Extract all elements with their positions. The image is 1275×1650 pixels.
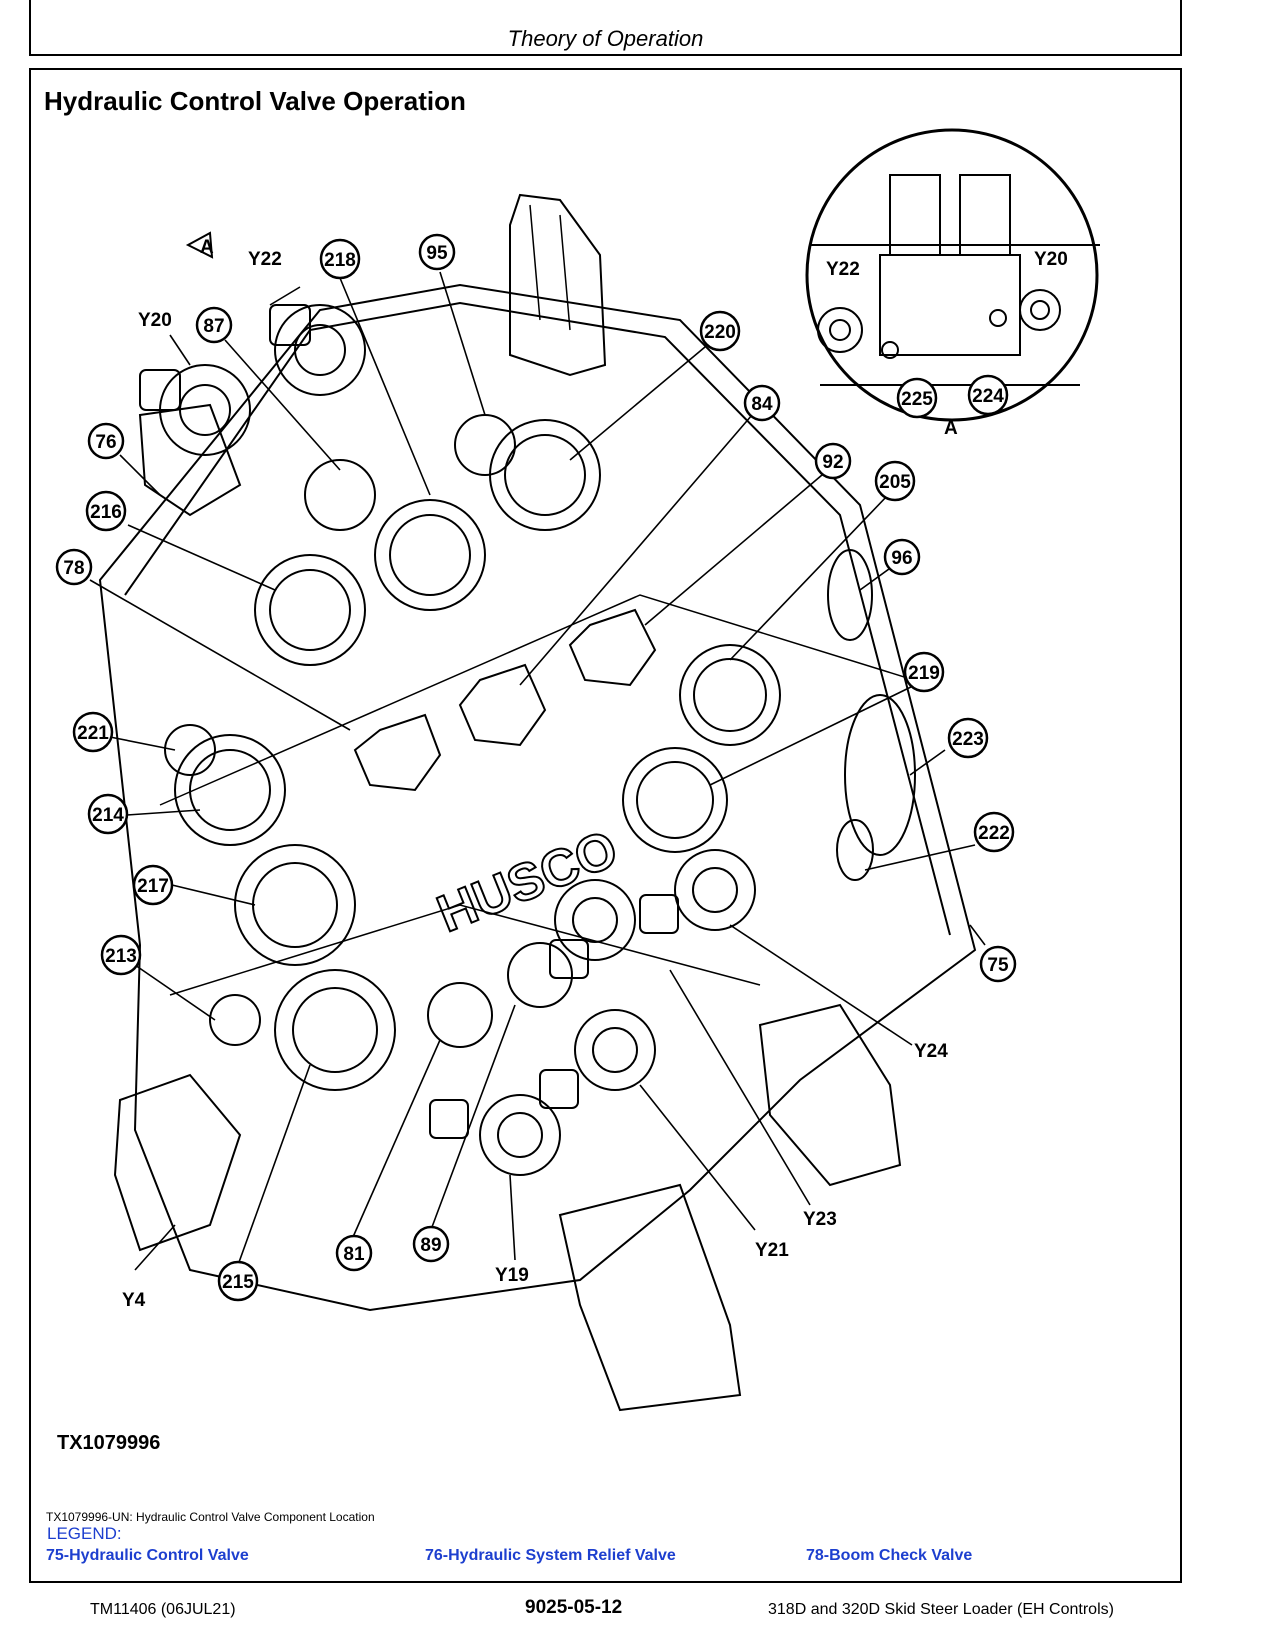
svg-text:81: 81 [343,1244,365,1265]
label-y21: Y21 [755,1240,789,1261]
svg-text:214: 214 [92,805,124,826]
husco-lettering: HUSCO [430,820,626,944]
svg-text:216: 216 [90,502,122,523]
svg-text:221: 221 [77,723,109,744]
leader-lines [89,271,986,1271]
svg-text:92: 92 [822,452,843,473]
inset-label-a: A [944,418,958,439]
callout-84: 84 [743,384,781,422]
svg-text:225: 225 [901,389,933,410]
legend-heading: LEGEND: [47,1524,122,1543]
callout-78: 78 [55,548,93,586]
callout-225: 225 [896,377,938,419]
svg-text:223: 223 [952,729,984,750]
callout-222: 222 [973,811,1015,853]
header-title: Theory of Operation [507,26,704,51]
footer-manual-id: TM11406 (06JUL21) [90,1601,236,1618]
callout-221: 221 [72,711,114,753]
page-header: Theory of Operation [29,0,1182,56]
callout-213: 213 [100,934,142,976]
callout-217: 217 [132,864,174,906]
legend-item-78[interactable]: 78-Boom Check Valve [806,1547,973,1564]
svg-text:78: 78 [63,558,84,579]
svg-text:76: 76 [95,432,116,453]
svg-text:217: 217 [137,876,169,897]
svg-text:220: 220 [704,322,736,343]
label-y24: Y24 [914,1041,948,1062]
valve-illustration: HUSCO A [55,128,1100,1412]
label-y20: Y20 [138,310,172,331]
svg-text:84: 84 [751,394,773,415]
callout-215: 215 [217,1260,259,1302]
svg-text:96: 96 [891,548,912,569]
callout-76: 76 [87,422,125,460]
svg-text:75: 75 [987,955,1009,976]
callout-87: 87 [195,306,233,344]
inset-label-y20: Y20 [1034,249,1068,270]
svg-text:A: A [200,237,214,258]
content-frame [29,68,1182,1583]
callout-214: 214 [87,793,129,835]
svg-text:218: 218 [324,250,356,271]
callout-95: 95 [418,233,456,271]
label-y22: Y22 [248,249,282,270]
detail-inset [805,128,1100,422]
svg-text:215: 215 [222,1272,254,1293]
callout-81: 81 [335,1234,373,1272]
valve-ports [164,414,916,1091]
callout-223: 223 [947,717,989,759]
svg-text:222: 222 [978,823,1010,844]
section-title: Hydraulic Control Valve Operation [44,86,466,116]
svg-text:89: 89 [420,1235,441,1256]
legend-item-76[interactable]: 76-Hydraulic System Relief Valve [425,1547,676,1564]
svg-text:224: 224 [972,386,1004,407]
valve-body [98,193,977,1412]
callout-92: 92 [814,442,852,480]
callout-224: 224 [967,374,1009,416]
callout-75: 75 [979,945,1017,983]
footer-page-number: 9025-05-12 [525,1597,623,1618]
label-y4: Y4 [122,1290,146,1311]
label-y19: Y19 [495,1265,529,1286]
figure-caption: TX1079996-UN: Hydraulic Control Valve Co… [46,1510,375,1524]
figure-id: TX1079996 [57,1432,161,1454]
svg-text:213: 213 [105,946,137,967]
callout-216: 216 [85,490,127,532]
callout-218: 218 [319,238,361,280]
callout-205: 205 [874,460,916,502]
view-marker-a: A [185,231,214,259]
svg-text:87: 87 [203,316,224,337]
callout-220: 220 [699,310,741,352]
svg-text:205: 205 [879,472,911,493]
legend-item-75[interactable]: 75-Hydraulic Control Valve [46,1547,249,1564]
inset-label-y22: Y22 [826,259,860,280]
label-y23: Y23 [803,1209,837,1230]
callout-96: 96 [883,538,921,576]
callout-219: 219 [903,651,945,693]
svg-text:95: 95 [426,243,448,264]
solenoid-coils [139,304,756,1176]
callout-89: 89 [412,1225,450,1263]
svg-text:219: 219 [908,663,940,684]
footer-model: 318D and 320D Skid Steer Loader (EH Cont… [768,1601,1114,1618]
